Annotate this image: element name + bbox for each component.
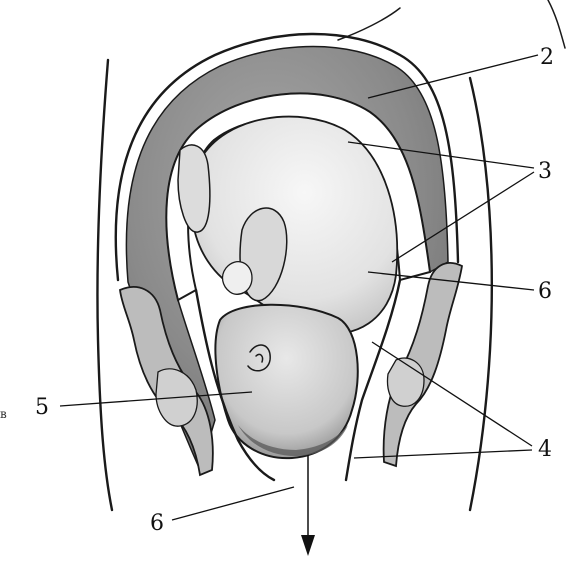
label-5: 5 [35,395,49,420]
label-2: 2 [540,45,554,70]
top-right-corner-mark [548,0,565,48]
abdomen-outline-right [470,78,492,510]
fetus-hand [223,262,252,295]
downward-arrow-icon [301,455,315,556]
label-4: 4 [538,437,552,462]
label-6-right: 6 [538,279,552,304]
fetus-body [191,117,397,334]
abdomen-outline-left [97,60,112,510]
leader-line-6-bottom [172,487,294,520]
abdomen-top-line [338,8,400,40]
label-6-bottom: 6 [150,511,164,536]
label-3: 3 [538,159,552,184]
leader-line-4b [354,450,532,458]
pelvic-bone-right-inner [388,358,424,406]
label-stray-left: в [0,407,7,421]
